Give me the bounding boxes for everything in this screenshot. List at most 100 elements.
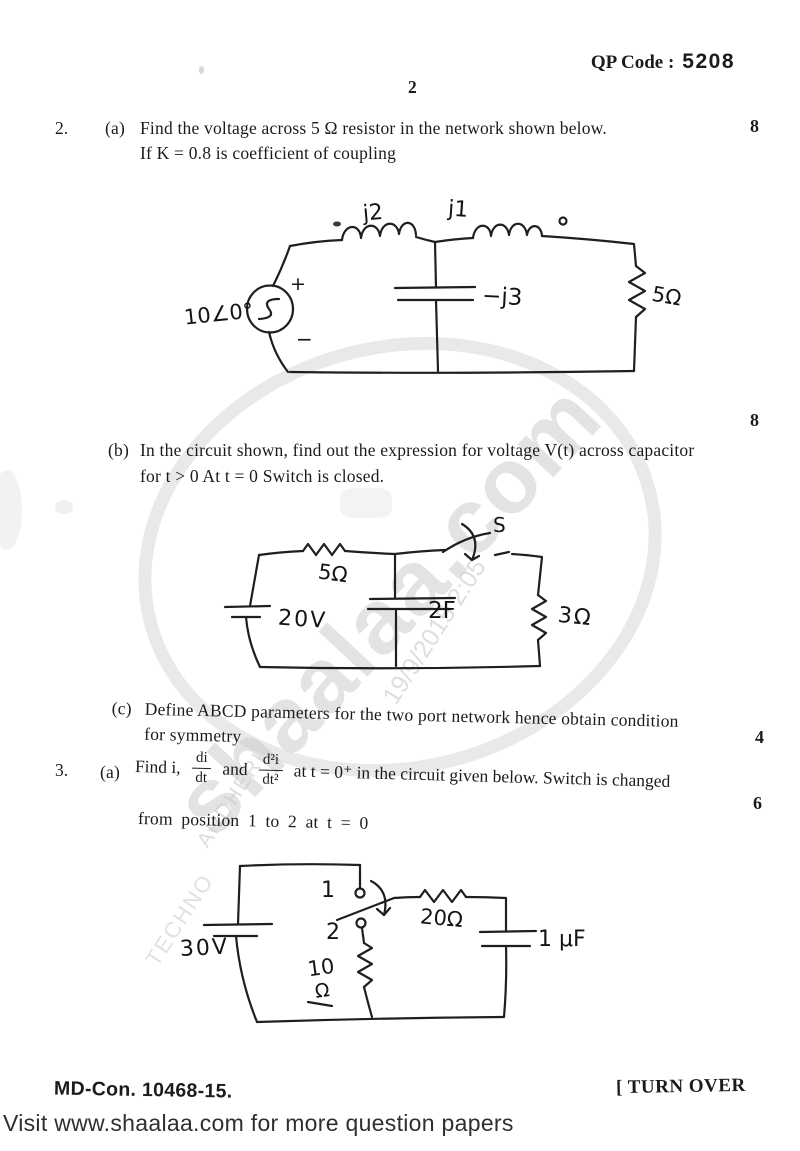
switch-position-1-label: 1 — [321, 878, 335, 903]
ac-source-sine — [257, 297, 281, 321]
wire — [502, 944, 508, 1019]
fraction-numerator: d²i — [258, 751, 284, 771]
resistor-10ohm-zigzag — [356, 941, 374, 989]
inductor-j1-coil — [471, 222, 544, 240]
fraction-denominator: dt — [195, 769, 208, 786]
resistor-3ohm-label: 3Ω — [557, 603, 594, 632]
resistor-20ohm-label: 20Ω — [419, 904, 464, 932]
resistor-10ohm-value-label: 10 — [306, 954, 336, 981]
turn-over-note: [ TURN OVER — [615, 1074, 746, 1099]
q2a-line2: If K = 0.8 is coefficient of coupling — [140, 143, 397, 163]
fraction-denominator: dt² — [262, 771, 279, 788]
wire — [540, 234, 638, 268]
wire — [360, 926, 366, 945]
switch-terminal-1 — [354, 887, 366, 899]
capacitor-plates — [366, 596, 457, 611]
wire — [464, 895, 508, 933]
capacitor-plates — [393, 285, 477, 302]
switch-arrow-arc — [460, 522, 477, 562]
scan-smudge — [55, 500, 73, 514]
inductor-j1-label: j1 — [446, 196, 469, 222]
capacitor-2f-label: 2F — [428, 598, 456, 624]
q2c-marks: 4 — [755, 727, 764, 747]
circuit-diagram-1: j2 j1 −j3 5Ω 10∠0° + − — [183, 196, 683, 374]
wire — [632, 315, 638, 373]
switch-arrowhead — [463, 552, 481, 562]
switch-arrow-arc — [369, 879, 387, 917]
q2b-line2: for t > 0 At t = 0 Switch is closed. — [140, 466, 385, 486]
resistor-5ohm-zigzag — [627, 264, 647, 319]
label-underline — [306, 1000, 334, 1008]
resistor-5ohm-zigzag — [301, 542, 347, 557]
wire — [433, 240, 440, 373]
wire — [238, 863, 362, 868]
wire — [236, 864, 242, 926]
switch-contact-tick — [493, 550, 511, 557]
page-number: 2 — [408, 77, 417, 97]
switch-terminal-2 — [355, 917, 367, 929]
qp-code-value: 5208 — [682, 50, 735, 73]
circuit-diagram-3: 1 2 30V 10 Ω 20Ω 1 μF — [179, 863, 586, 1024]
wire — [234, 934, 259, 1024]
capacitor-1uf-label: 1 μF — [538, 927, 586, 952]
switch-blade — [441, 531, 492, 554]
resistor-20ohm-zigzag — [418, 888, 468, 904]
inductor-j2-label: j2 — [361, 200, 384, 227]
wire — [255, 1015, 505, 1024]
resistor-5ohm-label: 5Ω — [650, 282, 683, 311]
battery-30v-label: 30V — [179, 934, 229, 962]
battery-plates — [202, 922, 274, 938]
circuit-diagram-2: 5Ω 20V 2F 3Ω S — [223, 513, 594, 670]
wire — [257, 549, 305, 557]
q2a-marks: 8 — [750, 116, 759, 136]
q3a-post: at t = 0⁺ in the circuit given below. Sw… — [293, 759, 671, 791]
scan-smudge — [0, 470, 22, 550]
coupling-dot-right — [558, 216, 568, 226]
battery-plates — [223, 604, 272, 619]
q3a-line2: from position 1 to 2 at t = 0 — [137, 808, 369, 833]
wire — [392, 895, 422, 900]
q3a-conjunction: and — [222, 757, 248, 779]
q3a-label: (a) — [100, 762, 121, 782]
exam-code-footer: MD-Con. 10468-15. — [53, 1077, 233, 1103]
qp-code-label: QP Code : — [590, 52, 675, 73]
wire — [362, 985, 374, 1019]
q2b-line1: In the circuit shown, find out the expre… — [140, 440, 695, 460]
q2c-line2: for symmetry — [143, 723, 242, 746]
wire — [267, 330, 290, 374]
switch-position-2-label: 2 — [326, 920, 340, 945]
q2b-marks: 8 — [750, 410, 759, 430]
question-2-number: 2. — [55, 118, 69, 138]
question-3-number: 3. — [55, 760, 69, 780]
shaalaa-banner: Visit www.shaalaa.com for more question … — [3, 1110, 514, 1136]
source-value-label: 10∠0° — [183, 299, 255, 330]
scan-speck — [199, 66, 204, 74]
inductor-j2-coil — [340, 221, 418, 242]
fraction-di-dt: di dt — [191, 749, 212, 787]
fraction-d2i-dt2: d²i dt² — [258, 751, 284, 788]
wire — [248, 553, 261, 608]
wire — [258, 664, 542, 670]
scan-smudge — [340, 488, 392, 518]
q3a-marks: 6 — [753, 793, 762, 813]
wire — [414, 235, 475, 244]
wire — [271, 244, 292, 288]
battery-20v-label: 20V — [277, 605, 328, 633]
switch-s-label: S — [493, 513, 506, 537]
q3a-pre: Find i, — [134, 755, 181, 777]
capacitor-plates — [478, 929, 538, 948]
resistor-3ohm-zigzag — [530, 593, 548, 642]
wire — [536, 638, 542, 668]
resistor-5ohm-label: 5Ω — [317, 559, 349, 587]
q3a-line1: Find i, di dt and d²i dt² at t = 0⁺ in t… — [134, 748, 671, 799]
qp-code: QP Code : 5208 — [591, 50, 735, 74]
resistor-10ohm-unit-label: Ω — [314, 979, 331, 1003]
q2a-line1: Find the voltage across 5 Ω resistor in … — [140, 118, 607, 138]
wire — [510, 552, 544, 597]
q2b-label: (b) — [108, 440, 130, 460]
plus-sign: + — [290, 273, 306, 295]
minus-sign: − — [296, 327, 313, 351]
wire — [288, 369, 636, 374]
wire — [244, 615, 262, 669]
